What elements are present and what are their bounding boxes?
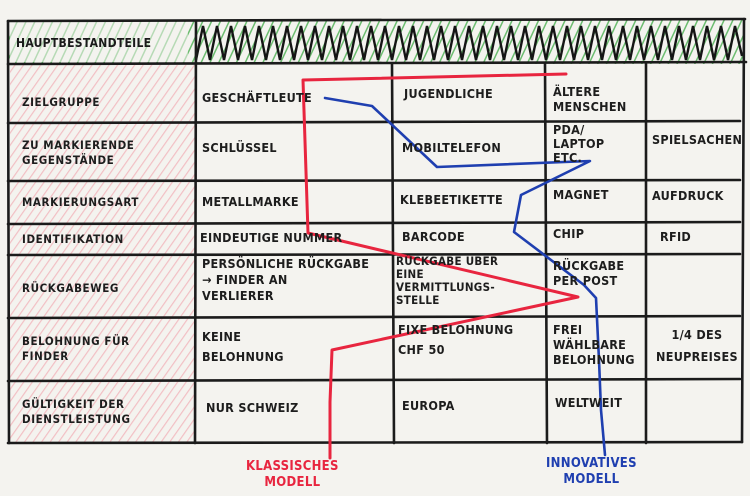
cell-zielgruppe-3: ÄLTERE MENSCHEN: [553, 84, 627, 114]
cell-markierungsart-1: METALLMARKE: [202, 194, 299, 209]
cell-gegenstaende-3: PDA/ LAPTOP ETC.: [553, 122, 605, 165]
cell-belohnung-4: 1/4 DES NEUPREISES: [656, 327, 738, 364]
cell-gegenstaende-1: SCHLÜSSEL: [202, 140, 277, 155]
cell-identifikation-1: EINDEUTIGE NUMMER: [200, 230, 343, 245]
cell-zielgruppe-1: GESCHÄFTLEUTE: [202, 90, 312, 105]
cell-markierungsart-2: KLEBEETIKETTE: [400, 192, 503, 207]
legend-innovative-model: INNOVATIVES MODELL: [546, 456, 637, 487]
row-label-rueckgabeweg: RÜCKGABEWEG: [22, 281, 120, 295]
row-label-belohnung: BELOHNUNG FÜR FINDER: [22, 334, 130, 363]
row-label-zielgruppe: ZIELGRUPPE: [22, 95, 101, 109]
cell-gueltigkeit-2: EUROPA: [402, 398, 455, 413]
table-grid: [6, 17, 748, 445]
cell-gueltigkeit-1: NUR SCHWEIZ: [206, 400, 299, 415]
classic-model-path: [301, 72, 580, 460]
cell-zielgruppe-2: JUGENDLICHE: [404, 86, 493, 101]
cell-gegenstaende-4: SPIELSACHEN: [652, 132, 743, 147]
cell-rueckgabeweg-3: RÜCKGABE PER POST: [553, 258, 625, 288]
row-label-markierungsart: MARKIERUNGSART: [22, 195, 140, 209]
cell-identifikation-4: RFID: [660, 229, 692, 244]
cell-identifikation-3: CHIP: [553, 226, 585, 241]
row-label-identifikation: IDENTIFIKATION: [22, 232, 124, 246]
cell-rueckgabeweg-2: RÜCKGABE ÜBER EINE VERMITTLUNGS- STELLE: [396, 254, 499, 307]
row-label-gueltigkeit: GÜLTIGKEIT DER DIENSTLEISTUNG: [22, 397, 131, 426]
cell-belohnung-3: FREI WÄHLBARE BELOHNUNG: [553, 322, 635, 367]
cell-gegenstaende-2: MOBILTELEFON: [402, 140, 502, 155]
header-title: HAUPTBESTANDTEILE: [16, 36, 152, 50]
cell-markierungsart-4: AUFDRUCK: [652, 188, 724, 203]
cell-identifikation-2: BARCODE: [402, 229, 465, 244]
innovative-model-path: [323, 96, 607, 457]
cell-markierungsart-3: MAGNET: [553, 187, 609, 202]
legend-classic-model: KLASSISCHES MODELL: [246, 459, 339, 490]
cell-belohnung-1: KEINE BELOHNUNG: [202, 329, 284, 364]
cell-belohnung-2: FIXE BELOHNUNG CHF 50: [398, 322, 514, 357]
header-zigzag: [194, 25, 744, 61]
cell-gueltigkeit-3: WELTWEIT: [555, 395, 623, 410]
row-label-gegenstaende: ZU MARKIERENDE GEGENSTÄNDE: [22, 138, 135, 167]
cell-rueckgabeweg-1: PERSÖNLICHE RÜCKGABE → FINDER AN VERLIER…: [202, 256, 370, 303]
